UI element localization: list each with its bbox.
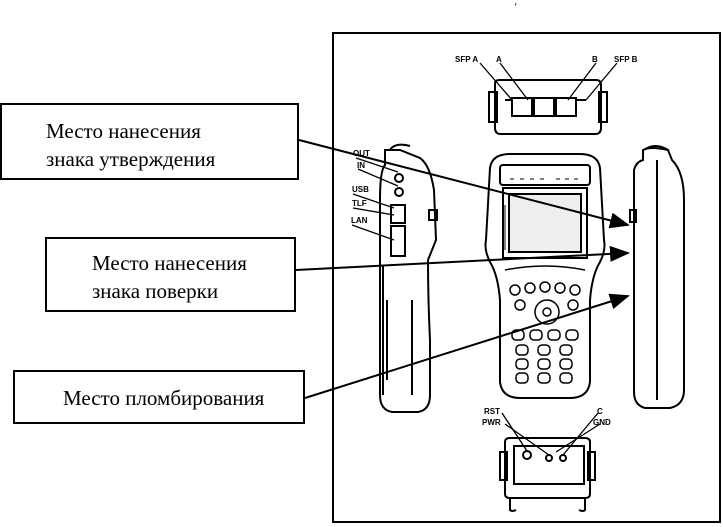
- right-side-view: [629, 145, 685, 409]
- front-keypad: [509, 281, 581, 384]
- callout-approval-mark: Место нанесения знака утверждения: [0, 103, 299, 180]
- callout-verification-line-1: Место нанесения: [92, 251, 247, 275]
- label-pwr: PWR: [482, 418, 501, 427]
- callout-approval-line-1: Место нанесения: [46, 119, 201, 143]
- callout-verification-line-2: знака поверки: [92, 279, 219, 303]
- front-screen-marks: [504, 178, 578, 250]
- diagram-frame: [332, 32, 721, 523]
- top-view: [488, 79, 608, 135]
- label-a: A: [496, 55, 502, 64]
- label-in: IN: [357, 161, 365, 170]
- bottom-view: [499, 437, 596, 512]
- label-lan: LAN: [351, 216, 368, 225]
- callout-seal-place: Место пломбирования: [13, 370, 305, 424]
- front-view: [484, 153, 606, 399]
- callout-seal-line-1: Место пломбирования: [63, 386, 265, 410]
- label-usb: USB: [352, 185, 369, 194]
- stray-mark: ‘: [514, 2, 517, 13]
- left-side-view: [379, 143, 438, 413]
- label-b: B: [592, 55, 598, 64]
- label-tlf: TLF: [352, 199, 367, 208]
- label-sfp-b: SFP B: [614, 55, 638, 64]
- label-out: OUT: [353, 149, 370, 158]
- label-c: C: [597, 407, 603, 416]
- callout-approval-line-2: знака утверждения: [46, 147, 216, 171]
- label-gnd: GND: [593, 418, 611, 427]
- callout-verification-mark: Место нанесения знака поверки: [45, 237, 296, 312]
- label-rst: RST: [484, 407, 500, 416]
- leader-arrow-seal: [304, 293, 630, 399]
- label-sfp-a: SFP A: [455, 55, 478, 64]
- leader-arrow-verification: [295, 245, 630, 271]
- leader-arrow-approval: [298, 139, 630, 229]
